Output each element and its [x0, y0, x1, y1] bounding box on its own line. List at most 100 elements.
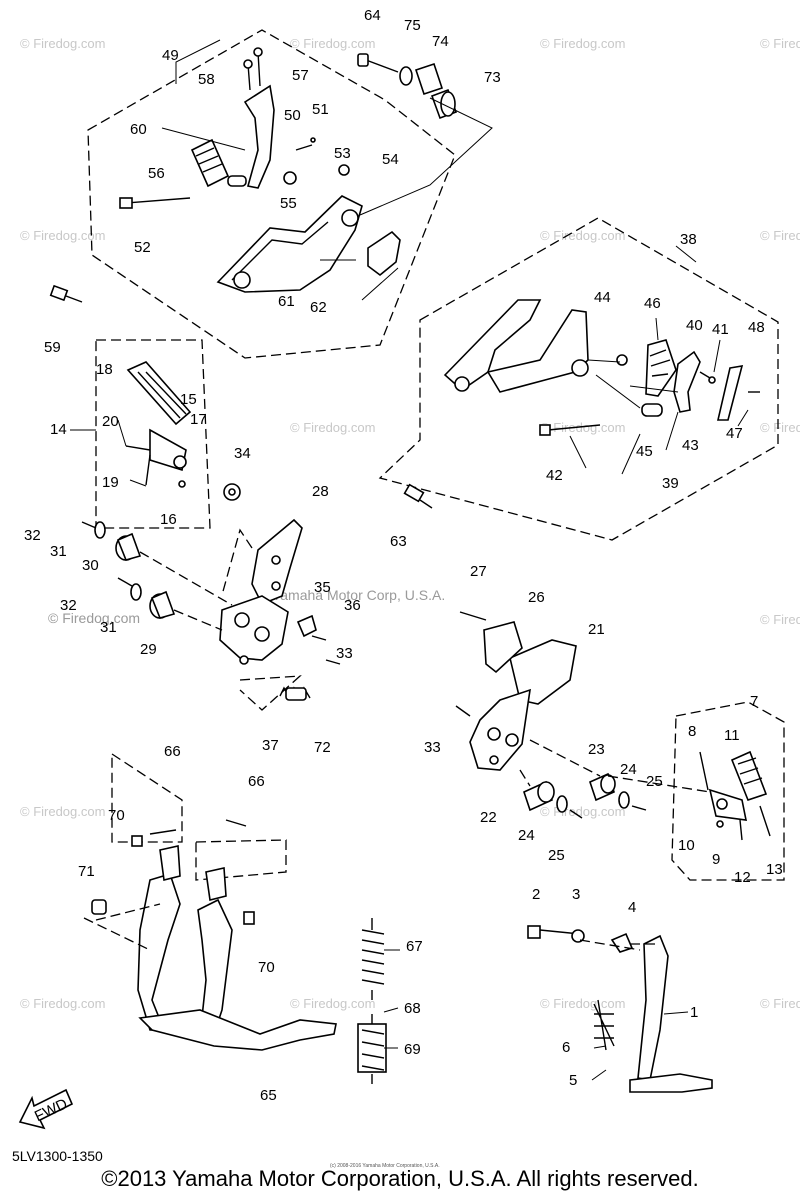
callout-label: 31	[50, 543, 67, 560]
callout-label: 25	[646, 773, 663, 790]
callout-label: 14	[50, 421, 67, 438]
callout-label: 10	[678, 837, 695, 854]
watermark-text: © Firedog.com	[20, 804, 105, 819]
watermark-text: © Firedog.com	[760, 36, 800, 51]
callout-label: 8	[688, 723, 696, 740]
callout-label: 25	[548, 847, 565, 864]
callout-label: 30	[82, 557, 99, 574]
callout-leaders	[70, 245, 749, 1081]
callout-label: 65	[260, 1087, 277, 1104]
watermark-text: © Firedog.com	[540, 420, 625, 435]
watermark-layer: © Firedog.com © Firedog.com © Firedog.co…	[20, 36, 800, 1011]
callout-label: 60	[130, 121, 147, 138]
callout-label: 46	[644, 295, 661, 312]
callout-label: 19	[102, 474, 119, 491]
callout-label: 72	[314, 739, 331, 756]
watermark-text: © Firedog.com	[540, 228, 625, 243]
watermark-text: © Firedog.com	[540, 996, 625, 1011]
watermark-text: © Firedog.com	[20, 996, 105, 1011]
callout-label: 4	[628, 899, 636, 916]
callout-label: 13	[766, 861, 783, 878]
assembly-28	[81, 518, 341, 711]
assembly-21	[455, 611, 647, 819]
callout-label: 12	[734, 869, 751, 886]
callout-label: 57	[292, 67, 309, 84]
callout-label: 70	[108, 807, 125, 824]
callout-label: 21	[588, 621, 605, 638]
callout-label: 31	[100, 619, 117, 636]
callout-label: 51	[312, 101, 329, 118]
watermark-text: © Firedog.com	[760, 420, 800, 435]
callout-label: 59	[44, 339, 61, 356]
watermark-text: © Firedog.com	[540, 36, 625, 51]
callout-label: 56	[148, 165, 165, 182]
callout-label: 33	[336, 645, 353, 662]
callout-label: 33	[424, 739, 441, 756]
assembly-38	[378, 217, 779, 541]
callout-label: 49	[162, 47, 179, 64]
callout-label: 26	[528, 589, 545, 606]
center-watermark: © Yamaha Motor Corp, U.S.A.	[258, 587, 445, 603]
callout-label: 22	[480, 809, 497, 826]
springs	[357, 918, 387, 1084]
callout-label: 50	[284, 107, 301, 124]
callout-label: 24	[620, 761, 637, 778]
callout-label: 23	[588, 741, 605, 758]
callout-label: 38	[680, 231, 697, 248]
callout-label: 27	[470, 563, 487, 580]
callout-label: 41	[712, 321, 729, 338]
watermark-text: © Firedog.com	[290, 996, 375, 1011]
callout-label: 40	[686, 317, 703, 334]
callout-labels: 1 2 3 4 5 6 7 8 9 10 11 12 13 14 15 16 1…	[24, 7, 783, 1104]
callout-label: 75	[404, 17, 421, 34]
callout-label: 3	[572, 886, 580, 903]
callout-label: 74	[432, 33, 449, 50]
callout-label: 18	[96, 361, 113, 378]
callout-label: 43	[682, 437, 699, 454]
callout-label: 39	[662, 475, 679, 492]
watermark-text: © Firedog.com	[20, 228, 105, 243]
diagram-code: 5LV1300-1350	[12, 1148, 103, 1164]
callout-label: 42	[546, 467, 563, 484]
callout-label: 58	[198, 71, 215, 88]
callout-label: 64	[364, 7, 381, 24]
callout-label: 44	[594, 289, 611, 306]
callout-label: 62	[310, 299, 327, 316]
left-watermark: © Firedog.com	[48, 610, 140, 626]
callout-label: 53	[334, 145, 351, 162]
watermark-text: © Firedog.com	[760, 612, 800, 627]
assembly-49	[49, 29, 493, 359]
callout-label: 16	[160, 511, 177, 528]
callout-label: 15	[180, 391, 197, 408]
callout-label: 29	[140, 641, 157, 658]
watermark-text: © Firedog.com	[290, 36, 375, 51]
watermark-text: © Firedog.com	[20, 36, 105, 51]
callout-label: 32	[60, 597, 77, 614]
callout-label: 11	[724, 727, 740, 744]
callout-label: 7	[750, 693, 758, 710]
callout-label: 37	[262, 737, 279, 754]
callout-label: 70	[258, 959, 275, 976]
callout-label: 5	[569, 1072, 577, 1089]
callout-label: 66	[248, 773, 265, 790]
copyright-notice: ©2013 Yamaha Motor Corporation, U.S.A. A…	[101, 1166, 699, 1191]
callout-label: 32	[24, 527, 41, 544]
assembly-1	[527, 925, 713, 1093]
callout-label: 35	[314, 579, 331, 596]
callout-label: 9	[712, 851, 720, 868]
callout-label: 69	[404, 1041, 421, 1058]
callout-label: 17	[190, 411, 207, 428]
watermark-text: © Firedog.com	[290, 420, 375, 435]
callout-label: 67	[406, 938, 423, 955]
assembly-14	[95, 339, 241, 529]
callout-label: 47	[726, 425, 743, 442]
assembly-7	[607, 701, 785, 881]
watermark-text: © Firedog.com	[760, 996, 800, 1011]
callout-label: 2	[532, 886, 540, 903]
callout-label: 73	[484, 69, 501, 86]
tiny-print: (c) 2008-2016 Yamaha Motor Corporation, …	[330, 1163, 440, 1169]
callout-label: 68	[404, 1000, 421, 1017]
callout-label: 36	[344, 597, 361, 614]
fwd-arrow-icon: FWD	[18, 1088, 74, 1130]
